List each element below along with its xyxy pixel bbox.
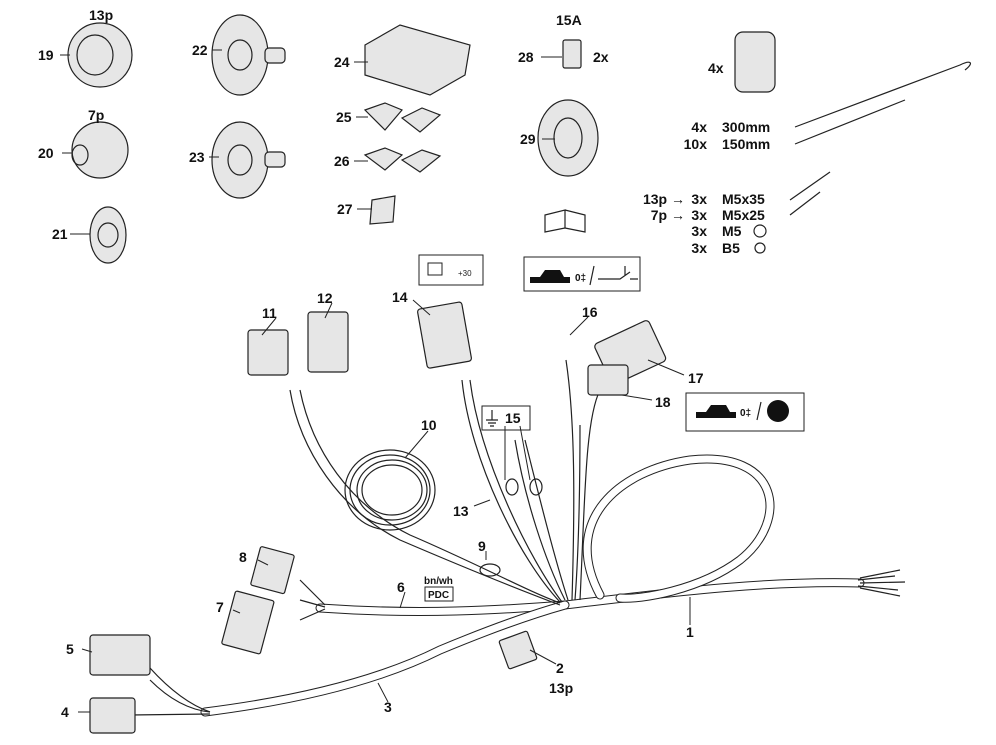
part-label-8: 8 — [239, 549, 247, 565]
socket-7p-label: 7p — [88, 107, 104, 123]
accessory-parts — [67, 14, 972, 264]
part-label-22: 22 — [192, 42, 208, 58]
hardware-qty: 3x — [691, 207, 707, 223]
ground-symbol-box — [481, 405, 531, 431]
part-label-21: 21 — [52, 226, 68, 242]
leader-lines — [60, 49, 691, 713]
part-label-16: 16 — [582, 304, 598, 320]
part-label-12: 12 — [317, 290, 333, 306]
part-label-24: 24 — [334, 54, 350, 70]
part-label-19: 19 — [38, 47, 54, 63]
part-label-23: 23 — [189, 149, 205, 165]
hardware-spec: 150mm — [722, 136, 770, 152]
switch-icon — [589, 265, 638, 286]
fuse-qty-label: 2x — [593, 49, 609, 65]
socket-13p-label: 13p — [89, 7, 113, 23]
wire-color-label: bn/wh — [424, 576, 453, 587]
part-label-7: 7 — [216, 599, 224, 615]
part-label-17: 17 — [688, 370, 704, 386]
part-label-14: 14 — [392, 289, 408, 305]
part-labels: 1 2 13p 3 4 5 6 7 8 9 10 11 12 13 14 15 … — [38, 7, 724, 720]
hardware-qty: 3x — [691, 240, 707, 256]
fog-light-icon: 0‡ — [740, 408, 751, 419]
coiled-wire — [344, 449, 436, 531]
hardware-spec: 300mm — [722, 119, 770, 135]
hardware-qty: 3x — [691, 191, 707, 207]
hardware-prefix: 13p → — [643, 191, 685, 207]
part-label-28: 28 — [518, 49, 534, 65]
connector-2-13p-label: 13p — [549, 680, 573, 696]
hardware-qty: 10x — [684, 136, 708, 152]
hardware-qty: 3x — [691, 223, 707, 239]
part-label-5: 5 — [66, 641, 74, 657]
part-label-1: 1 — [686, 624, 694, 640]
pdc-label: PDC — [428, 590, 449, 601]
part-label-2: 2 — [556, 660, 564, 676]
part-label-9: 9 — [478, 538, 486, 554]
ground-icon — [486, 410, 498, 427]
battery-icon — [427, 262, 443, 276]
battery-symbol-box: +30 — [418, 254, 484, 286]
fuse-rating-label: 15A — [556, 12, 582, 28]
hardware-spec: M5 — [722, 223, 742, 239]
pdc-box: PDC bn/wh — [424, 576, 454, 602]
part-label-13: 13 — [453, 503, 469, 519]
manual-book-icon — [544, 209, 586, 233]
harness-cables — [129, 359, 906, 717]
part-label-6: 6 — [397, 579, 405, 595]
part-label-25: 25 — [336, 109, 352, 125]
part-label-15: 15 — [505, 410, 521, 426]
battery-terminal-label: +30 — [458, 269, 472, 278]
part-label-29: 29 — [520, 131, 536, 147]
part-label-18: 18 — [655, 394, 671, 410]
fog-light-icon: 0‡ — [575, 273, 586, 284]
fog-lamp-symbol-box: 0‡ — [685, 392, 805, 432]
fog-lamp-circle-icon — [767, 400, 789, 422]
hardware-list: 4x 300mm 10x 150mm 13p → 3x M5x35 7p → 3… — [643, 119, 770, 256]
part-label-3: 3 — [384, 699, 392, 715]
hardware-prefix: 7p → — [651, 207, 685, 223]
hardware-spec: M5x25 — [722, 207, 765, 223]
part-label-20: 20 — [38, 145, 54, 161]
connectors — [89, 301, 667, 734]
part-label-27: 27 — [337, 201, 353, 217]
fog-switch-symbol-box: 0‡ — [523, 256, 641, 292]
part-label-4: 4 — [61, 704, 69, 720]
part-label-26: 26 — [334, 153, 350, 169]
part-label-10: 10 — [421, 417, 437, 433]
car-icon — [696, 405, 736, 418]
part-label-11: 11 — [262, 305, 277, 321]
hardware-spec: M5x35 — [722, 191, 765, 207]
hardware-qty: 4x — [691, 119, 707, 135]
pad-qty-label: 4x — [708, 60, 724, 76]
hardware-spec: B5 — [722, 240, 740, 256]
car-icon — [530, 270, 570, 283]
